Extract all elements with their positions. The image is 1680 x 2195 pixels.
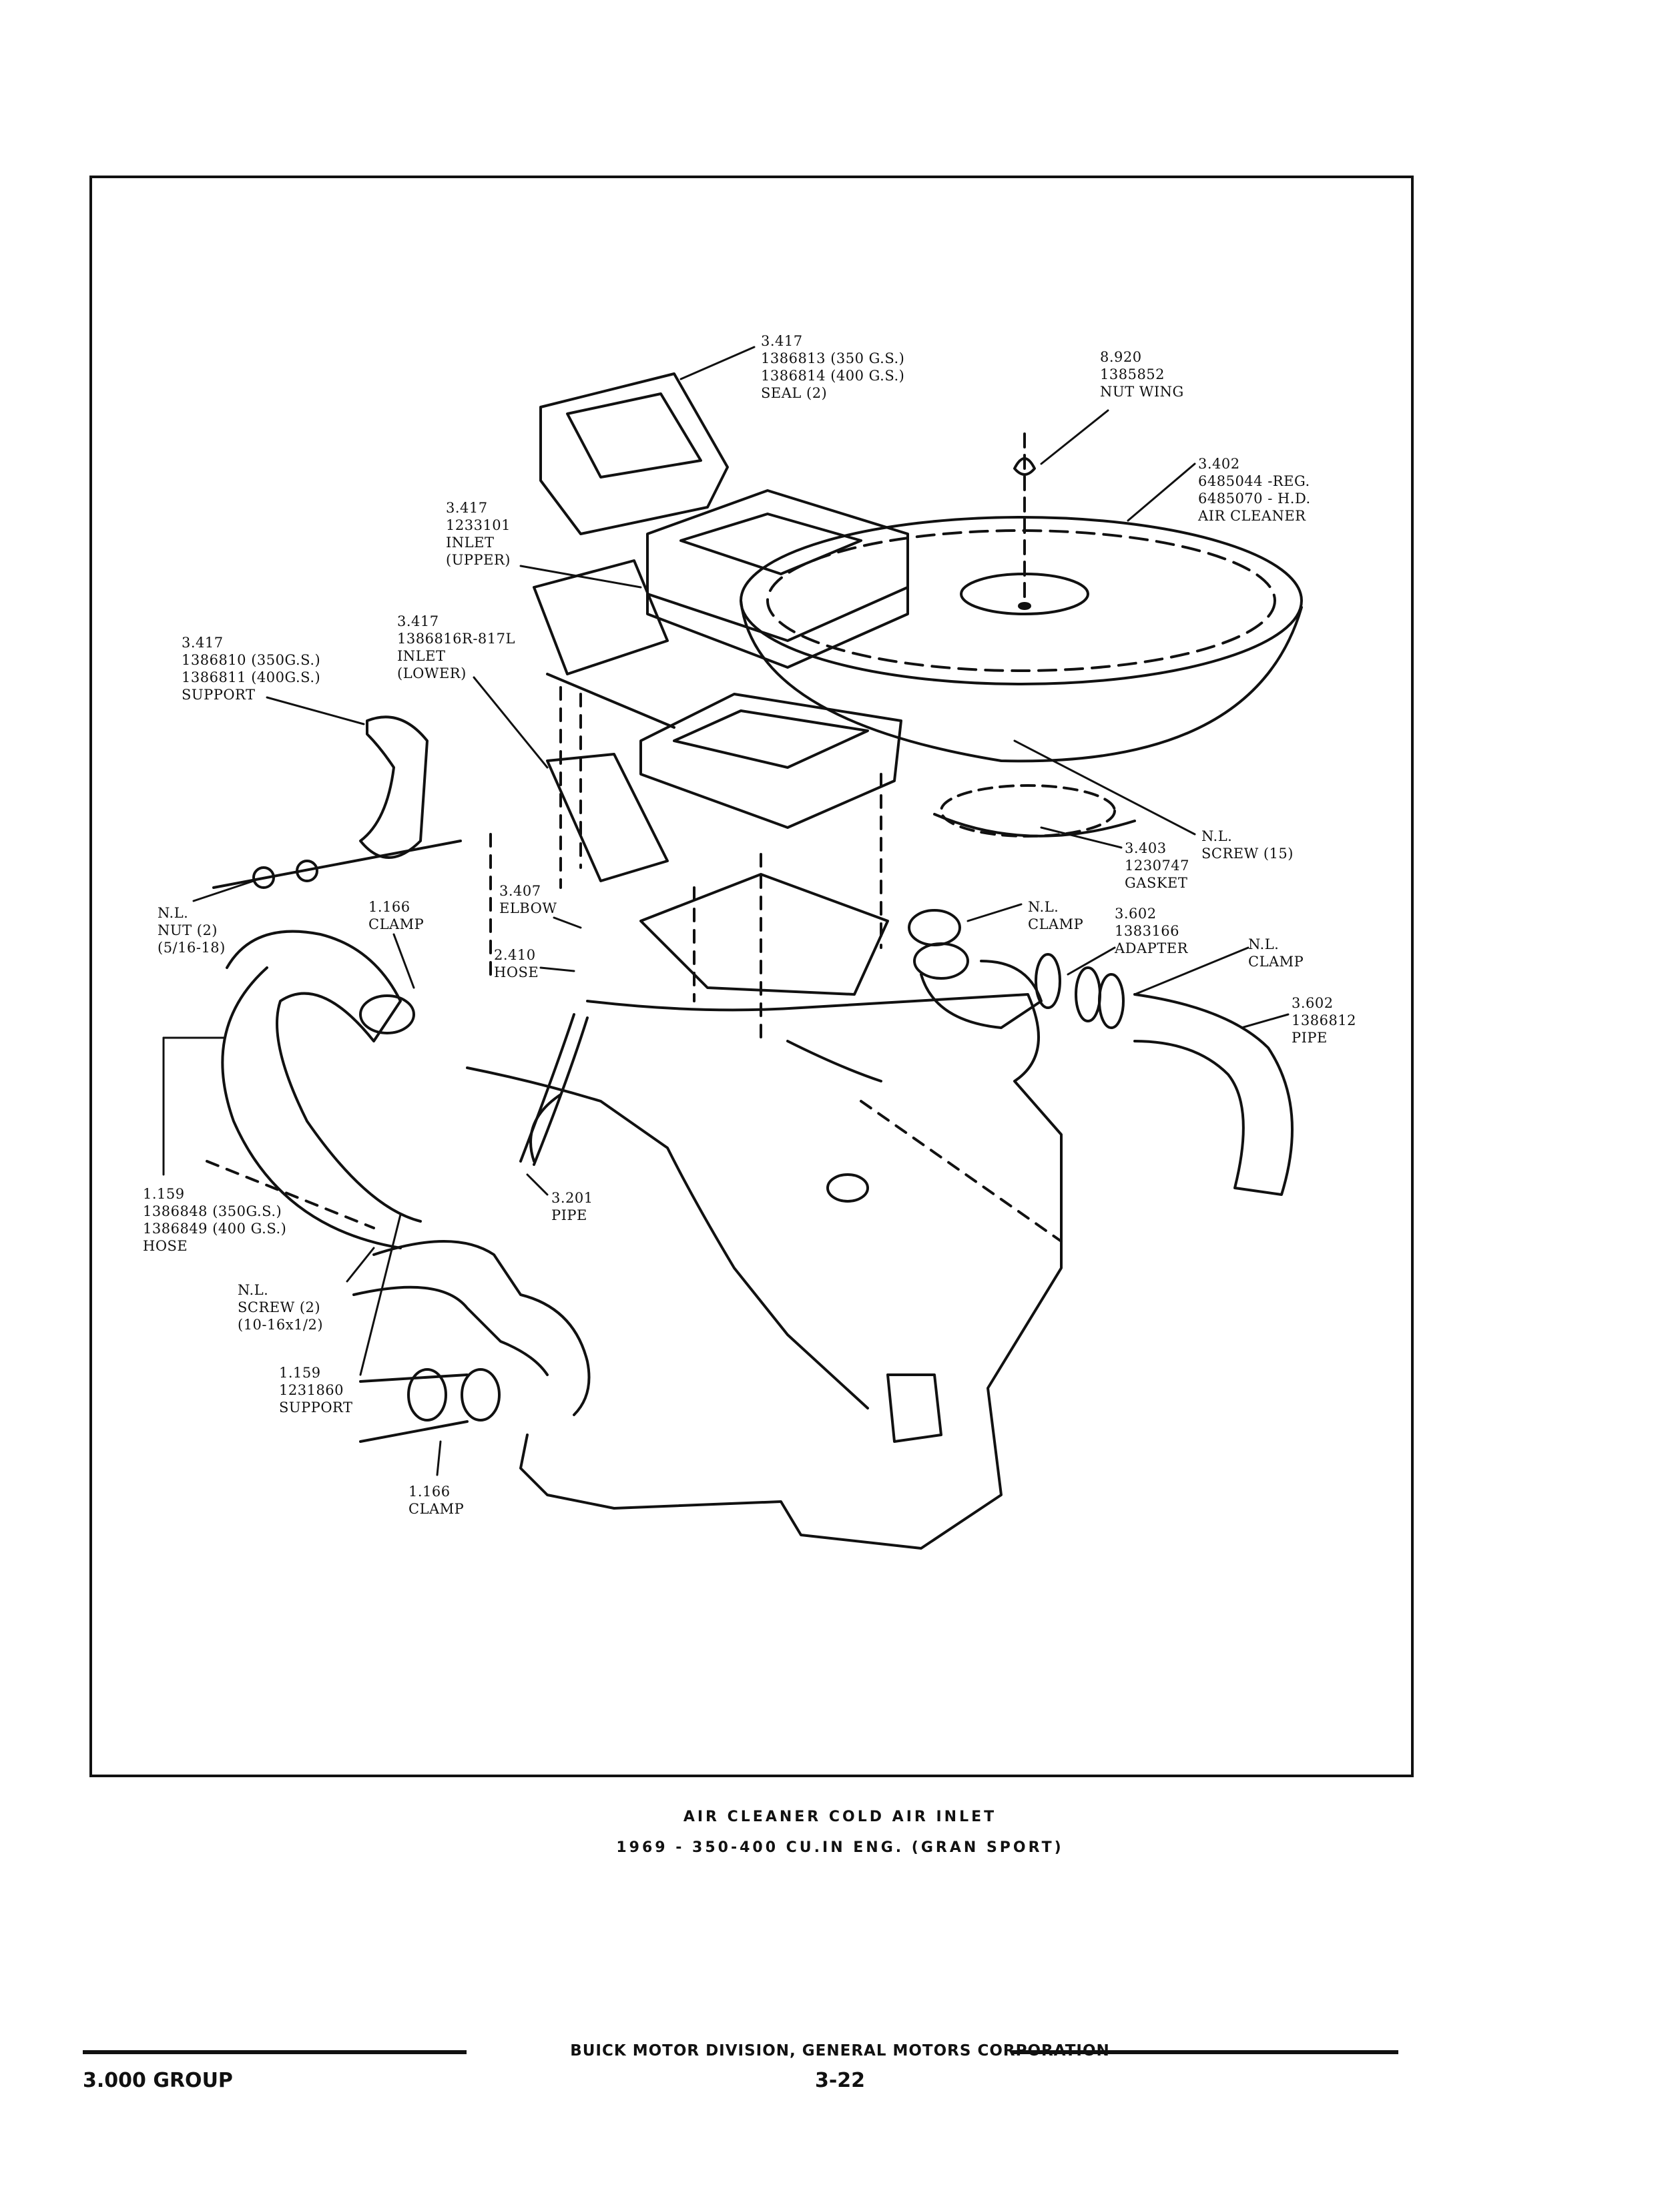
- caption-subtitle: 1969 - 350-400 CU.IN ENG. (GRAN SPORT): [616, 1839, 1064, 1856]
- footer-group: 3.000 GROUP: [83, 2069, 233, 2092]
- callout-inlet-upper: 3.417 1233101 INLET (UPPER): [446, 500, 511, 568]
- pipe-3201: [519, 1013, 589, 1166]
- callout-nut-wing: 8.920 1385852 NUT WING: [1100, 349, 1184, 400]
- footer-page-number: 3-22: [814, 2069, 866, 2092]
- callout-inlet-lower: 3.417 1386816R-817L INLET (LOWER): [397, 613, 515, 681]
- callout-screw-15: N.L. SCREW (15): [1201, 828, 1294, 862]
- hose-lower: [352, 1240, 591, 1443]
- callout-nut-2: N.L. NUT (2) (5/16-18): [158, 905, 226, 956]
- inlet-upper: [533, 489, 909, 729]
- support-bracket: [212, 715, 462, 889]
- callout-pipe-3201: 3.201 PIPE: [551, 1190, 593, 1223]
- callout-gasket: 3.403 1230747 GASKET: [1125, 840, 1190, 891]
- callout-hose-2410: 2.410 HOSE: [494, 947, 539, 980]
- callout-screw-2: N.L. SCREW (2) (10-16x1/2): [238, 1282, 324, 1333]
- footer-rule-left: [83, 2050, 467, 2054]
- footer-publisher: BUICK MOTOR DIVISION, GENERAL MOTORS COR…: [570, 2042, 1110, 2060]
- callout-air-cleaner: 3.402 6485044 -REG. 6485070 - H.D. AIR C…: [1198, 456, 1311, 524]
- callout-clamp-1166-bottom: 1.166 CLAMP: [408, 1484, 465, 1517]
- seal: [539, 372, 729, 535]
- callout-hose-1159: 1.159 1386848 (350G.S.) 1386849 (400 G.S…: [143, 1186, 287, 1254]
- callout-adapter: 3.602 1383166 ADAPTER: [1115, 906, 1188, 956]
- diagram-frame: [89, 176, 1414, 1777]
- adapter-and-pipe: [908, 909, 1294, 1196]
- air-cleaner-housing: [740, 516, 1303, 838]
- callout-clamp-nl-mid: N.L. CLAMP: [1028, 899, 1084, 932]
- wing-nut: [1013, 432, 1036, 605]
- callout-clamp-1166-top: 1.166 CLAMP: [368, 899, 425, 932]
- engine-block: [466, 993, 1063, 1550]
- footer-rule-right: [1011, 2050, 1398, 2054]
- callout-support-bottom: 1.159 1231860 SUPPORT: [279, 1365, 353, 1416]
- inlet-lower: [546, 693, 902, 996]
- leader-lines: [162, 346, 1290, 1476]
- hose-left: [221, 930, 422, 1249]
- callout-elbow: 3.407 ELBOW: [499, 883, 557, 916]
- callout-support-top: 3.417 1386810 (350G.S.) 1386811 (400G.S.…: [182, 635, 321, 703]
- callout-pipe-3602: 3.602 1386812 PIPE: [1292, 995, 1357, 1046]
- caption-title: AIR CLEANER COLD AIR INLET: [683, 1809, 997, 1825]
- callout-clamp-nl-right: N.L. CLAMP: [1248, 936, 1304, 970]
- callout-seal: 3.417 1386813 (350 G.S.) 1386814 (400 G.…: [761, 333, 905, 401]
